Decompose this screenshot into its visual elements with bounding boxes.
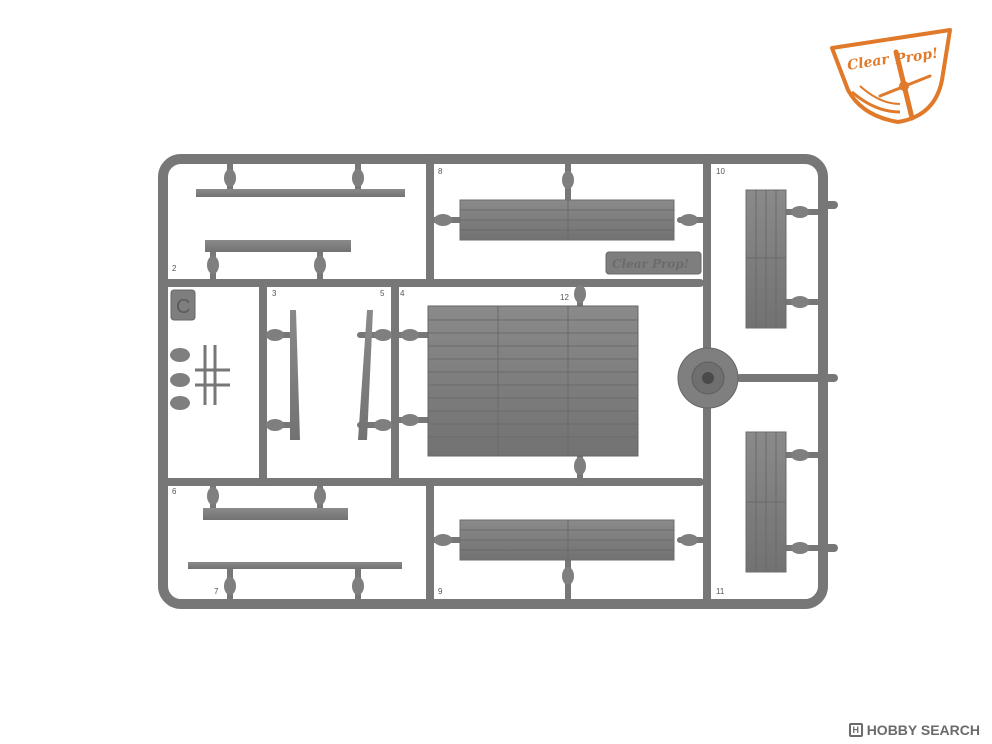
part-side-panel-right-bottom [745,431,787,573]
sprue-letter-tag: C [170,289,196,321]
part-number: 6 [172,487,177,496]
emboss-brand-text: Clear Prop! [612,257,689,271]
part-number: 3 [272,289,277,298]
logo-text-prop: Prop! [893,45,939,68]
part-strip-bottom-2 [188,562,402,569]
sprue-gates [170,169,809,595]
hobby-search-watermark: H HOBBY SEARCH [848,722,980,738]
part-plank-panel-bottom [459,519,675,561]
part-number: 11 [716,587,725,596]
watermark-text: HOBBY SEARCH [866,722,980,738]
part-round-hub [677,347,739,409]
watermark-logo-icon: H [848,723,863,737]
part-number: 7 [214,587,219,596]
part-number: 8 [438,167,443,176]
part-number: 4 [400,289,405,298]
part-plank-panel-top [459,199,675,241]
part-number: 12 [560,293,569,302]
part-small-bracket [195,345,230,405]
sprue-letter: C [176,296,190,318]
part-slim-vertical-right [358,310,373,440]
part-slim-vertical-left [290,310,300,440]
part-number-labels: 2 3 4 5 6 7 8 9 10 11 12 [172,167,725,596]
part-number: 9 [438,587,443,596]
part-number: 10 [716,167,725,176]
part-strip-bottom-1 [203,508,348,520]
part-number: 2 [172,264,177,273]
part-strip-top-2 [205,240,351,252]
part-strip-top-1 [196,189,405,197]
clear-prop-logo: Clear Prop! [830,28,952,124]
part-number: 5 [380,289,385,298]
emboss-brand-plate: Clear Prop! [605,251,702,275]
part-truck-bed-deck [427,305,639,457]
logo-text-clear: Clear [846,51,891,74]
part-side-panel-right-top [745,189,787,329]
